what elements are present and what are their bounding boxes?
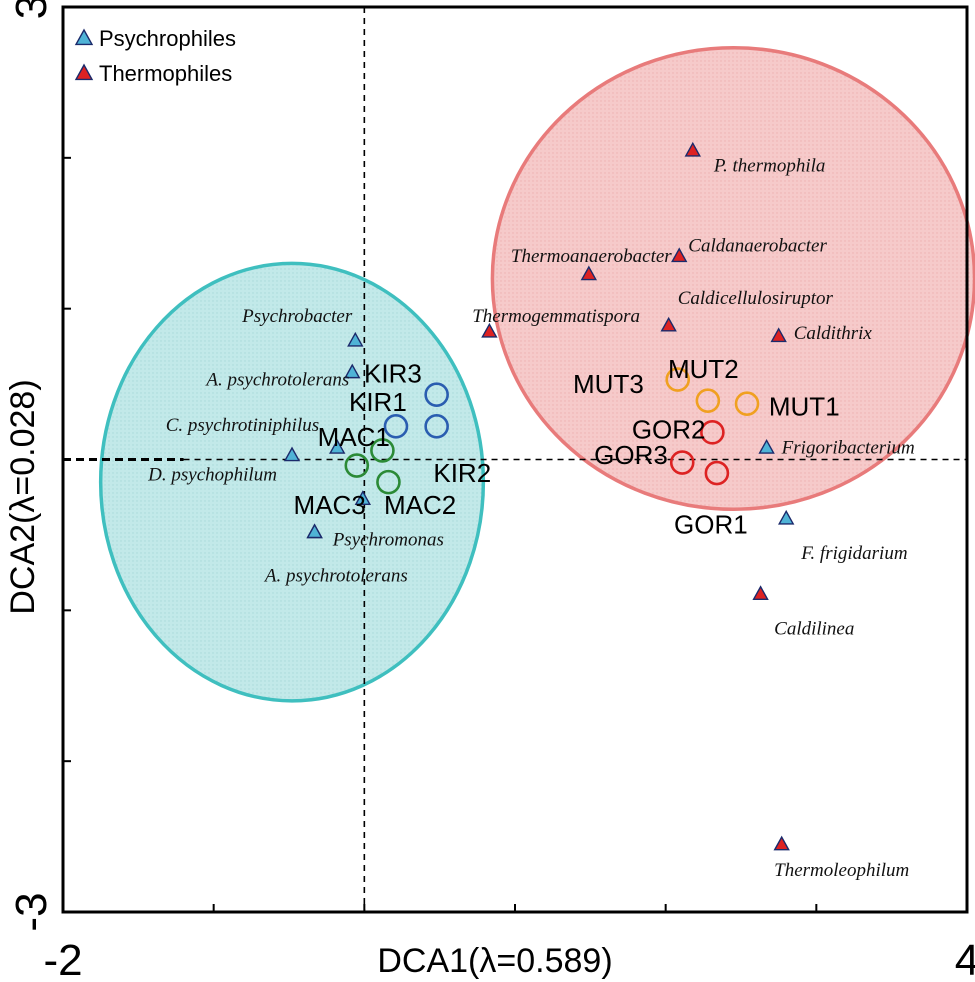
psychrophile-label: Psychromonas [332, 529, 444, 550]
psychrophile-label: Frigoribacterium [781, 437, 915, 458]
psychrophile-marker [354, 490, 372, 506]
site-label: KIR1 [349, 387, 407, 417]
psychrophile-marker [306, 523, 323, 539]
thermophile-marker [684, 141, 701, 157]
site-marker [695, 388, 721, 413]
site-label: GOR3 [594, 440, 668, 470]
site-marker [370, 438, 395, 463]
psychrophile-marker [778, 509, 795, 525]
thermophile-marker [580, 265, 598, 281]
reference-lines [63, 7, 967, 912]
x-tick-label: -2 [43, 936, 82, 982]
site-marker [704, 460, 730, 486]
psychrophile-marker [758, 438, 775, 454]
thermophile-marker [773, 835, 790, 851]
x-axis-label: DCA1(λ=0.589) [377, 942, 612, 980]
data-points [283, 141, 795, 851]
site-marker [669, 450, 695, 475]
site-marker [424, 382, 449, 407]
thermophile-marker [770, 327, 787, 343]
site-label: MUT2 [668, 354, 739, 384]
thermophile-label: Caldicellulosiruptor [678, 288, 834, 309]
site-marker [665, 367, 691, 392]
ellipse-psychro [98, 261, 486, 703]
thermophile-marker [752, 585, 769, 601]
psychrophile-label: A. psychrotolerans [204, 370, 349, 391]
x-tick-label: 4 [955, 936, 975, 982]
site-label: MAC2 [384, 490, 456, 520]
site-marker [424, 414, 449, 439]
legend-label: Thermophiles [99, 61, 232, 86]
site-label: MUT1 [769, 392, 840, 422]
psychrophile-marker [329, 438, 346, 454]
site-label: KIR2 [433, 458, 491, 488]
site-marker [344, 453, 370, 478]
site-label: MAC3 [294, 490, 366, 520]
thermophile-label: Thermoanaerobacter [511, 246, 672, 267]
psychrophile-label: D. psychophilum [147, 465, 277, 486]
site-label: GOR1 [674, 509, 748, 539]
psychrophile-marker [347, 331, 364, 347]
y-tick-label-group: -3 [7, 892, 56, 931]
y-tick-label: -3 [7, 892, 56, 931]
point-labels: Psychrobacter A. psychrotolerans C. psychr… [147, 155, 914, 880]
psychrophile-marker [344, 363, 361, 379]
site-label: MUT3 [573, 369, 644, 399]
y-tick-label: 3 [7, 0, 56, 19]
site-label: GOR2 [632, 414, 706, 444]
psychrophile-label: Psychrobacter [241, 306, 353, 327]
site-marker [376, 469, 401, 495]
thermophile-label: Caldanaerobacter [688, 235, 827, 256]
y-tick-label-group: 3 [7, 0, 56, 19]
psychrophile-marker [283, 446, 301, 462]
legend-marker [74, 28, 94, 46]
thermophile-marker [660, 316, 677, 332]
thermophile-label: Thermogemmatispora [472, 306, 640, 327]
thermophile-label: Caldithrix [794, 323, 873, 344]
thermophile-label: Caldilinea [774, 618, 854, 639]
psychrophile-label: A. psychrotolerans [263, 566, 408, 587]
site-label: MAC1 [318, 422, 390, 452]
axes: -2 4 3 -3 [7, 0, 975, 982]
legend-label: Psychrophiles [99, 26, 236, 51]
thermophile-label: P. thermophila [713, 155, 826, 176]
y-axis-label: DCA2(λ=0.028) [4, 379, 42, 614]
psychrophile-label: C. psychrotiniphilus [166, 415, 319, 436]
psychrophile-label: F. frigidarium [800, 543, 907, 564]
legend-marker [74, 63, 94, 81]
site-marker [734, 391, 760, 416]
site-label: KIR3 [364, 359, 422, 389]
thermophile-label: Thermoleophilum [774, 860, 909, 881]
site-marker [700, 420, 725, 445]
thermophile-marker [671, 247, 688, 263]
thermophile-marker [481, 322, 498, 338]
site-marker [383, 414, 409, 439]
